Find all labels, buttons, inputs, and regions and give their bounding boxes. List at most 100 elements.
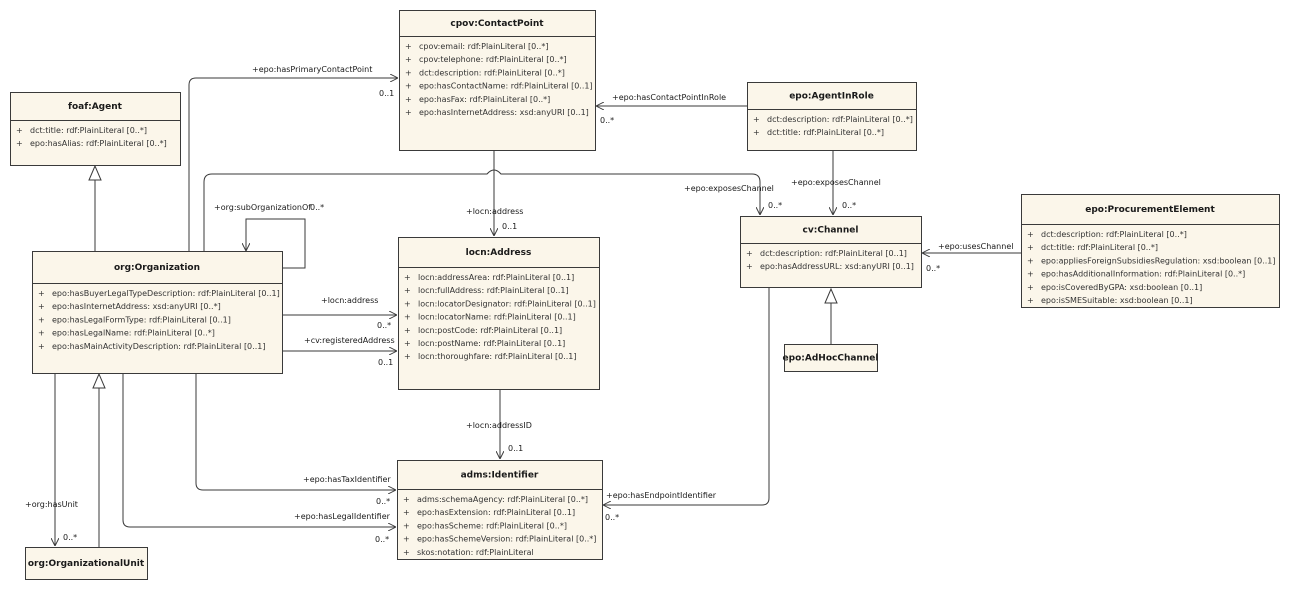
visibility-public: + [405,42,412,51]
edge-primary-contact [188,78,398,251]
class-box [32,251,283,374]
visibility-public: + [405,108,412,117]
class-attribute: epo:hasInternetAddress: xsd:anyURI [0..*… [52,302,221,311]
visibility-public: + [403,495,410,504]
class-attribute: dct:description: rdf:PlainLiteral [0..*] [419,68,565,77]
mult-uses-channel: 0..* [926,264,940,273]
mult-legal-id: 0..* [375,535,389,544]
visibility-public: + [403,548,410,557]
class-name: locn:Address [466,248,532,258]
visibility-public: + [1027,256,1034,265]
mult-primary-contact: 0..1 [379,89,394,98]
class-attribute: dct:title: rdf:PlainLiteral [0..*] [767,128,884,137]
class-contact: cpov:ContactPoint+cpov:email: rdf:PlainL… [399,10,596,151]
label-tax-id: +epo:hasTaxIdentifier [303,475,391,484]
visibility-public: + [404,299,411,308]
edge-tax-id [195,373,396,490]
visibility-public: + [405,68,412,77]
class-box [25,547,148,580]
visibility-public: + [404,339,411,348]
visibility-public: + [405,95,412,104]
class-box [399,10,596,151]
label-cp-address: +locn:address [466,207,523,216]
class-name: adms:Identifier [461,471,539,481]
class-attribute: epo:hasContactName: rdf:PlainLiteral [0.… [419,82,593,91]
class-attribute: dct:description: rdf:PlainLiteral [0..1] [760,249,907,258]
class-attribute: epo:hasFax: rdf:PlainLiteral [0..*] [419,95,550,104]
class-name: epo:AdHocChannel [783,354,879,364]
class-channel: cv:Channel + dct:description: rdf:PlainLit… [740,216,922,288]
class-attribute: epo:isCoveredByGPA: xsd:boolean [0..1] [1041,283,1202,292]
class-attribute: cpov:telephone: rdf:PlainLiteral [0..*] [419,55,567,64]
mult-org-address: 0..* [377,321,391,330]
visibility-public: + [38,289,45,298]
visibility-public: + [404,352,411,361]
label-org-address: +locn:address [321,296,378,305]
class-attribute: epo:hasLegalName: rdf:PlainLiteral [0..*… [52,329,215,338]
visibility-public: + [405,55,412,64]
class-name: org:Organization [114,263,200,273]
visibility-public: + [1027,230,1034,239]
generalization-head-agent [88,164,102,181]
class-box [398,237,600,390]
class-org: org:Organization+epo:hasBuyerLegalTypeDe… [32,251,283,374]
class-name: org:OrganizationalUnit [28,559,145,569]
class-attribute: epo:isSMESuitable: xsd:boolean [0..1] [1041,296,1193,305]
edge-legal-id [122,373,396,527]
class-attribute: locn:locatorDesignator: rdf:PlainLiteral… [418,299,596,308]
class-attribute: dct:description: rdf:PlainLiteral [0..*] [767,115,913,124]
class-attribute: dct:description: rdf:PlainLiteral [0..*] [1041,230,1187,239]
class-attribute: locn:postName: rdf:PlainLiteral [0..1] [418,339,565,348]
mult-tax-id: 0..* [376,497,390,506]
visibility-public: + [404,326,411,335]
visibility-public: + [403,521,410,530]
class-attribute: epo:hasLegalFormType: rdf:PlainLiteral [… [52,315,231,324]
visibility-public: + [746,249,753,258]
class-name: cv:Channel [803,226,859,236]
class-attribute: dct:title: rdf:PlainLiteral [0..*] [1041,243,1158,252]
visibility-public: + [1027,296,1034,305]
label-contact-in-role: +epo:hasContactPointInRole [612,93,726,102]
class-attribute: epo:hasAdditionalInformation: rdf:PlainL… [1041,270,1245,279]
mult-exposes-channel-role: 0..* [842,201,856,210]
mult-sub-org: 0..* [310,203,324,212]
class-box [1021,194,1280,308]
classes-layer: cpov:ContactPoint+cpov:email: rdf:PlainL… [10,10,1280,580]
edge-sub-org [246,218,306,269]
mult-cp-address: 0..1 [502,222,517,231]
class-box [10,92,181,166]
visibility-public: + [16,126,23,135]
mult-registered-address: 0..1 [378,358,393,367]
label-registered-address: +cv:registeredAddress [304,336,395,345]
class-proc: epo:ProcurementElement + dct:description: … [1021,194,1280,308]
visibility-public: + [404,313,411,322]
class-attribute: epo:hasAlias: rdf:PlainLiteral [0..*] [30,139,167,148]
class-attribute: skos:notation: rdf:PlainLiteral [417,548,534,557]
class-attribute: cpov:email: rdf:PlainLiteral [0..*] [419,42,548,51]
mult-contact-in-role: 0..* [600,116,614,125]
class-agentrole: epo:AgentInRole+dct:description: rdf:Pla… [747,82,917,151]
visibility-public: + [38,315,45,324]
mult-has-unit: 0..* [63,533,77,542]
visibility-public: + [16,139,23,148]
class-box [397,460,603,560]
mult-address-id: 0..1 [508,444,523,453]
class-attribute: adms:schemaAgency: rdf:PlainLiteral [0..… [417,495,588,504]
generalization-head-org [92,372,106,389]
class-attribute: locn:fullAddress: rdf:PlainLiteral [0..1… [418,286,569,295]
label-sub-org: +org:subOrganizationOf [214,203,311,212]
visibility-public: + [38,329,45,338]
class-attribute: locn:thoroughfare: rdf:PlainLiteral [0..… [418,352,577,361]
class-attribute: locn:addressArea: rdf:PlainLiteral [0..1… [418,273,574,282]
visibility-public: + [404,286,411,295]
class-name: epo:ProcurementElement [1085,205,1215,215]
visibility-public: + [403,508,410,517]
visibility-public: + [753,115,760,124]
visibility-public: + [1027,283,1034,292]
class-identifier: adms:Identifier + adms:schemaAgency: rdf:P… [397,460,603,560]
class-name: foaf:Agent [68,102,123,112]
label-exposes-channel-role: +epo:exposesChannel [791,178,881,187]
class-adhoc: epo:AdHocChannel [783,344,879,372]
relations-layer [55,78,1021,547]
